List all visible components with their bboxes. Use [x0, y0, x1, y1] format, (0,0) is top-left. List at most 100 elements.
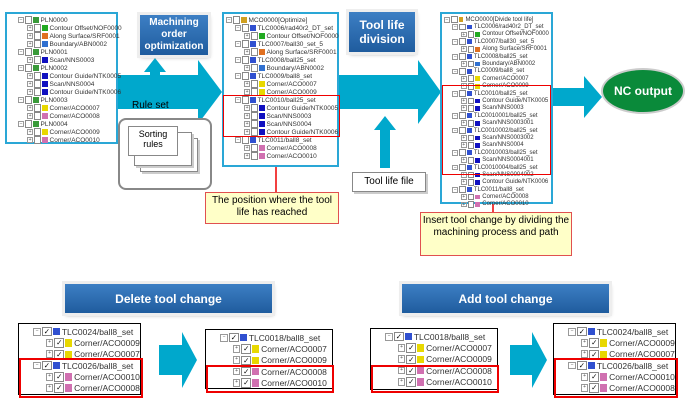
expand-toggle-icon[interactable]: − — [18, 64, 25, 72]
tree-row[interactable]: +Corner/ACO0010 — [9, 136, 114, 144]
tree-row[interactable]: −TLC0009/ball8_set — [444, 68, 549, 75]
checkbox[interactable] — [242, 56, 250, 64]
checkbox[interactable] — [251, 80, 259, 88]
checkbox[interactable] — [34, 40, 42, 48]
expand-toggle-icon[interactable]: − — [385, 332, 394, 341]
tree-row[interactable]: −TLC0011/ball8_set — [226, 136, 335, 144]
checkbox[interactable] — [34, 128, 42, 136]
expand-toggle-icon[interactable]: + — [244, 104, 251, 112]
tree-row[interactable]: −TLC0008/ball25_set — [226, 56, 335, 64]
expand-toggle-icon[interactable]: − — [452, 164, 459, 171]
expand-toggle-icon[interactable]: + — [580, 372, 589, 381]
tree-row[interactable]: +Boundary/ABN0002 — [226, 64, 335, 72]
checkbox[interactable] — [251, 144, 259, 152]
expand-toggle-icon[interactable]: + — [397, 344, 406, 352]
checkbox[interactable] — [34, 32, 42, 40]
checkbox[interactable] — [233, 16, 241, 24]
tree-row[interactable]: +✓Corner/ACO0007 — [556, 349, 675, 360]
tree-row[interactable]: +Contour Guide/NTK0006 — [226, 128, 338, 136]
expand-toggle-icon[interactable]: + — [45, 350, 54, 359]
tree-row[interactable]: +✓Corner/ACO0009 — [208, 355, 330, 366]
checkbox[interactable] — [467, 31, 475, 38]
tree-row[interactable]: +Along Surface/SRF0001 — [9, 32, 120, 40]
tree-row[interactable]: +Corner/ACO0008 — [226, 144, 335, 152]
checkbox[interactable] — [25, 48, 33, 56]
expand-toggle-icon[interactable]: + — [397, 377, 406, 386]
tree-row[interactable]: −✓TLC0026/ball8_set — [556, 360, 673, 371]
checkbox[interactable] — [459, 38, 467, 46]
expand-toggle-icon[interactable]: + — [460, 105, 467, 112]
checkbox[interactable] — [25, 96, 33, 104]
tree-row[interactable]: +✓Corner/ACO0008 — [21, 382, 140, 393]
checkbox[interactable]: ✓ — [54, 338, 64, 348]
expand-toggle-icon[interactable]: + — [45, 384, 54, 393]
tree-row[interactable]: −✓TLC0018/ball8_set — [373, 331, 495, 342]
tree-row[interactable]: +Contour Guide/NTK0005 — [9, 72, 121, 80]
checkbox[interactable] — [467, 104, 475, 112]
tree-row[interactable]: +Corner/ACO0009 — [9, 128, 114, 136]
checkbox[interactable]: ✓ — [394, 331, 404, 342]
tree-row[interactable]: +Scan/NNS0004 — [9, 80, 114, 88]
tree-row[interactable]: −TLC0009/ball8_set — [226, 72, 335, 80]
expand-toggle-icon[interactable]: + — [580, 350, 589, 359]
tree-row[interactable]: +✓Corner/ACO0007 — [373, 342, 495, 353]
expand-toggle-icon[interactable]: + — [27, 136, 34, 144]
tree-row[interactable]: −TLC0010002/ball25_set — [444, 127, 549, 134]
tree-row[interactable]: −TLC0010/ball25_set — [444, 90, 549, 97]
expand-toggle-icon[interactable]: − — [235, 136, 242, 144]
expand-toggle-icon[interactable]: + — [244, 88, 251, 96]
expand-toggle-icon[interactable]: − — [33, 327, 42, 336]
checkbox[interactable] — [242, 24, 250, 32]
tree-row[interactable]: +Corner/ACO0009 — [444, 82, 549, 90]
tree-row[interactable]: −PLN0001 — [9, 48, 114, 56]
expand-toggle-icon[interactable]: + — [244, 112, 251, 120]
expand-toggle-icon[interactable]: + — [244, 80, 251, 88]
checkbox[interactable] — [251, 120, 259, 128]
checkbox[interactable] — [34, 104, 42, 112]
checkbox[interactable] — [467, 45, 475, 53]
tree-row[interactable]: +✓Corner/ACO0009 — [373, 354, 495, 365]
expand-toggle-icon[interactable]: + — [232, 367, 241, 376]
tree-row[interactable]: +✓Corner/ACO0010 — [21, 371, 140, 382]
tree-row[interactable]: +Contour Offset/NOF0000 — [444, 31, 549, 38]
tree-row[interactable]: +Scan/NNS0004 — [444, 141, 549, 149]
expand-toggle-icon[interactable]: − — [452, 112, 459, 119]
checkbox[interactable] — [242, 96, 250, 104]
checkbox[interactable]: ✓ — [241, 344, 251, 354]
tree-row[interactable]: +✓Corner/ACO0008 — [556, 382, 675, 393]
expand-toggle-icon[interactable]: + — [460, 179, 467, 186]
tree-row[interactable]: +Scan/NNS0004001 — [444, 156, 549, 164]
expand-toggle-icon[interactable]: − — [452, 53, 459, 60]
tree-row[interactable]: +✓Corner/ACO0009 — [556, 337, 675, 348]
tree-row[interactable]: +Scan/NNS0003 — [9, 56, 114, 64]
tree-row[interactable]: +✓Corner/ACO0010 — [556, 371, 675, 382]
checkbox[interactable] — [251, 64, 259, 72]
tree-row[interactable]: −TLC0010/ball25_set — [226, 96, 335, 104]
expand-toggle-icon[interactable]: + — [232, 356, 241, 365]
expand-toggle-icon[interactable]: + — [27, 128, 34, 136]
checkbox[interactable] — [467, 134, 475, 142]
tree-row[interactable]: +Scan/NNS0004 — [226, 120, 335, 128]
tree-row[interactable]: +Contour Guide/NTK0005 — [444, 97, 549, 105]
expand-toggle-icon[interactable]: + — [460, 157, 467, 164]
tree-row[interactable]: +Contour Guide/NTK0006 — [9, 88, 121, 96]
expand-toggle-icon[interactable]: − — [226, 16, 233, 24]
checkbox[interactable]: ✓ — [54, 372, 64, 382]
checkbox[interactable] — [459, 68, 467, 75]
tree-row[interactable]: +Contour Guide/NTK0005 — [226, 104, 338, 112]
expand-toggle-icon[interactable]: + — [27, 40, 34, 48]
tree-row[interactable]: −TLC0007/ball30_set_5 — [444, 38, 549, 46]
tree-row[interactable]: +✓Corner/ACO0010 — [208, 377, 330, 388]
tree-row[interactable]: +Scan/NNS0003 — [226, 112, 335, 120]
checkbox[interactable] — [467, 193, 475, 201]
tree-row[interactable]: −TLC0011/ball8_set — [444, 186, 549, 194]
tree-row[interactable]: +Scan/NNS0003002 — [444, 134, 549, 142]
checkbox[interactable] — [34, 24, 42, 32]
expand-toggle-icon[interactable]: − — [33, 361, 42, 370]
expand-toggle-icon[interactable]: + — [580, 384, 589, 393]
tree-row[interactable]: +✓Corner/ACO0007 — [208, 343, 330, 354]
expand-toggle-icon[interactable]: − — [18, 120, 25, 128]
tree-row[interactable]: +✓Corner/ACO0008 — [208, 366, 330, 377]
expand-toggle-icon[interactable]: − — [452, 90, 459, 97]
tree-row[interactable]: +Contour Offset/NOF0000 — [226, 32, 339, 40]
